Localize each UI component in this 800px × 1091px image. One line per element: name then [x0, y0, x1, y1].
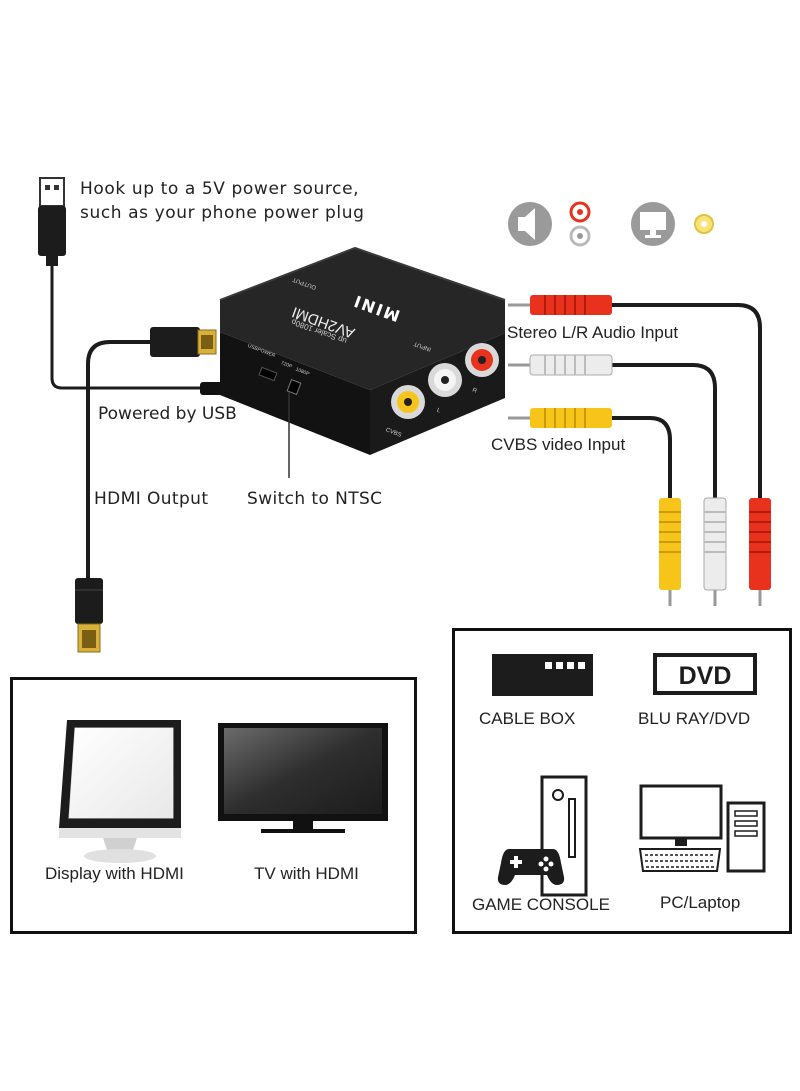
audio-jacks-icon	[569, 201, 591, 247]
stereo-input-label: Stereo L/R Audio Input	[507, 323, 679, 342]
rca-jack-left	[428, 363, 462, 397]
rca-plug-red-top	[508, 295, 612, 315]
usb-power-line-1: Hook up to a 5V power source,	[80, 179, 360, 199]
tv-icon	[218, 723, 388, 833]
pc-laptop-label: PC/Laptop	[660, 893, 741, 912]
rca-plug-yellow-top	[508, 408, 612, 428]
hdmi-plug-bottom-icon	[75, 578, 103, 653]
device-l-label: L	[436, 408, 442, 415]
rca-plug-yellow-bottom	[659, 498, 681, 606]
game-console-icon	[497, 775, 588, 897]
tv-with-hdmi-label: TV with HDMI	[254, 864, 359, 883]
device-r-label: R	[471, 387, 478, 394]
monitor-icon	[631, 202, 675, 246]
device-input-label: INPUT	[413, 340, 432, 352]
cvbs-input-label: CVBS video Input	[491, 435, 626, 454]
switch-ntsc-label: Switch to NTSC	[247, 489, 383, 509]
device-cvbs-label: CVBS	[385, 427, 402, 438]
video-jack-icon	[694, 214, 714, 234]
monitor-icon	[59, 720, 181, 863]
rca-plug-white-top	[508, 354, 613, 376]
rca-jack-cvbs	[391, 385, 425, 419]
dvd-icon: DVD	[653, 653, 757, 695]
rca-jack-right	[465, 343, 499, 377]
usb-power-line-2: such as your phone power plug	[80, 203, 365, 223]
rca-plug-red-bottom	[749, 498, 771, 606]
display-with-hdmi-label: Display with HDMI	[45, 864, 184, 883]
pc-icon	[638, 784, 766, 873]
dvd-badge-text: DVD	[679, 662, 732, 690]
cable-box-label: CABLE BOX	[479, 709, 576, 728]
speaker-icon	[508, 202, 552, 246]
device-720p-label: 720P	[280, 360, 294, 370]
powered-by-usb-label: Powered by USB	[98, 404, 237, 424]
hdmi-output-label: HDMI Output	[94, 489, 209, 509]
game-console-label: GAME CONSOLE	[472, 895, 610, 914]
output-devices-panel: Display with HDMI TV with HDMI	[10, 677, 417, 934]
bluray-label: BLU RAY/DVD	[638, 709, 751, 728]
source-devices-panel: DVD CABLE BOX BLU RAY/DVD GAME CONSOLE	[452, 628, 792, 934]
device-1080p-label: 1080P	[295, 367, 311, 378]
hdmi-plug-top-icon	[150, 327, 217, 357]
usb-plug-icon	[38, 177, 66, 266]
usb-power-note: Hook up to a 5V power source, such as yo…	[80, 177, 365, 225]
cable-box-icon	[492, 654, 593, 696]
rca-plug-white-bottom	[703, 497, 727, 606]
